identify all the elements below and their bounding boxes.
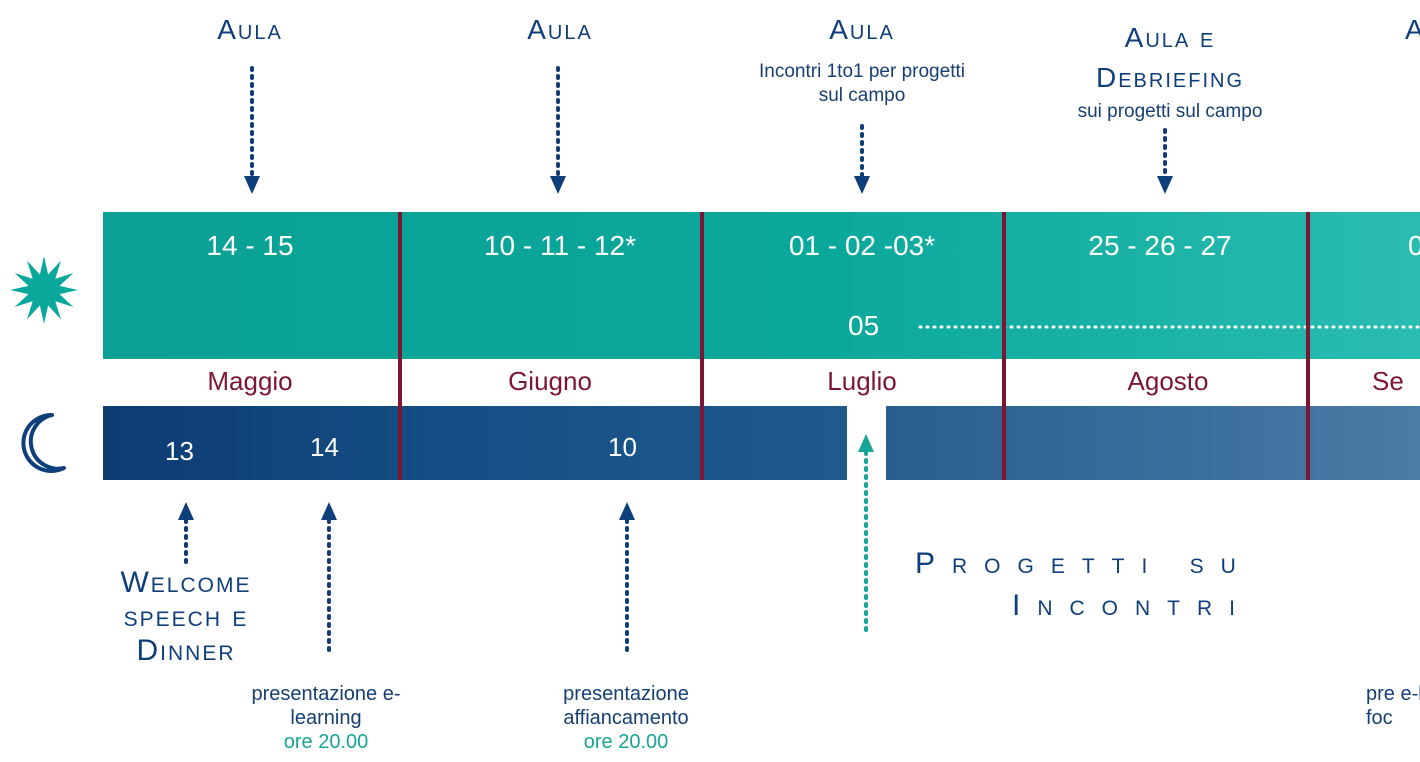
note-right-partial: pre e-l foc (1366, 683, 1420, 729)
night-bar-left (103, 406, 847, 480)
header-col5: A (1405, 14, 1420, 46)
arrowhead-night14 (321, 502, 337, 520)
day-date-1: 14 - 15 (206, 230, 294, 261)
arrowhead-col1 (244, 176, 260, 194)
night-bar-right (886, 406, 1420, 480)
month-separator-2 (700, 212, 704, 480)
arrowhead-teal (858, 434, 874, 452)
day-bar (103, 212, 1420, 359)
note-elearning: presentazione e-learning ore 20.00 (226, 682, 426, 754)
month-4: Agosto (1127, 366, 1209, 396)
note-elearning-time: ore 20.00 (283, 731, 369, 753)
note-affiancamento: presentazione affiancamento ore 20.00 (516, 682, 736, 754)
header-col3: Aula (829, 14, 895, 45)
month-separator-4 (1306, 212, 1310, 480)
day-extra-date: 05 (848, 310, 880, 341)
day-date-5: 0 (1408, 230, 1420, 261)
note-elearning-text: presentazione e-learning (251, 683, 401, 729)
night-date-1: 13 (165, 436, 194, 466)
header-col2: Aula (527, 14, 593, 45)
header-col1: Aula (217, 14, 283, 45)
month-5: Se (1372, 366, 1404, 396)
projects-title-line2: Incontri (1012, 589, 1252, 622)
note-affiancamento-text: presentazione affiancamento (563, 683, 689, 729)
arrowhead-col3 (854, 176, 870, 194)
dotted-line-extra (918, 325, 1420, 329)
day-date-2: 10 - 11 - 12* (483, 230, 637, 261)
header-col4-sub: sui progetti sul campo (1077, 101, 1263, 122)
header-col3-sub: Incontri 1to1 per progetti sul campo (759, 61, 965, 106)
month-separator-3 (1002, 212, 1006, 480)
night-date-3: 10 (608, 432, 637, 462)
day-date-4: 25 - 26 - 27 (1088, 230, 1232, 261)
note-affiancamento-time: ore 20.00 (583, 731, 669, 753)
day-date-3: 01 - 02 -03* (788, 230, 936, 261)
month-3: Luglio (827, 366, 897, 396)
arrowhead-night13 (178, 502, 194, 520)
arrowhead-col2 (550, 176, 566, 194)
month-1: Maggio (207, 366, 293, 396)
projects-title-line1: Progetti su (915, 547, 1253, 580)
month-separator-1 (398, 212, 402, 480)
sun-icon (10, 256, 78, 324)
arrowhead-night10 (619, 502, 635, 520)
night-date-2: 14 (310, 432, 339, 462)
arrowhead-col4 (1157, 176, 1173, 194)
header-col4: Aula e Debriefing (1095, 22, 1244, 93)
moon-icon (21, 412, 66, 473)
welcome-speech-dinner: Welcome speech e Dinner (120, 566, 252, 667)
month-2: Giugno (508, 366, 592, 396)
